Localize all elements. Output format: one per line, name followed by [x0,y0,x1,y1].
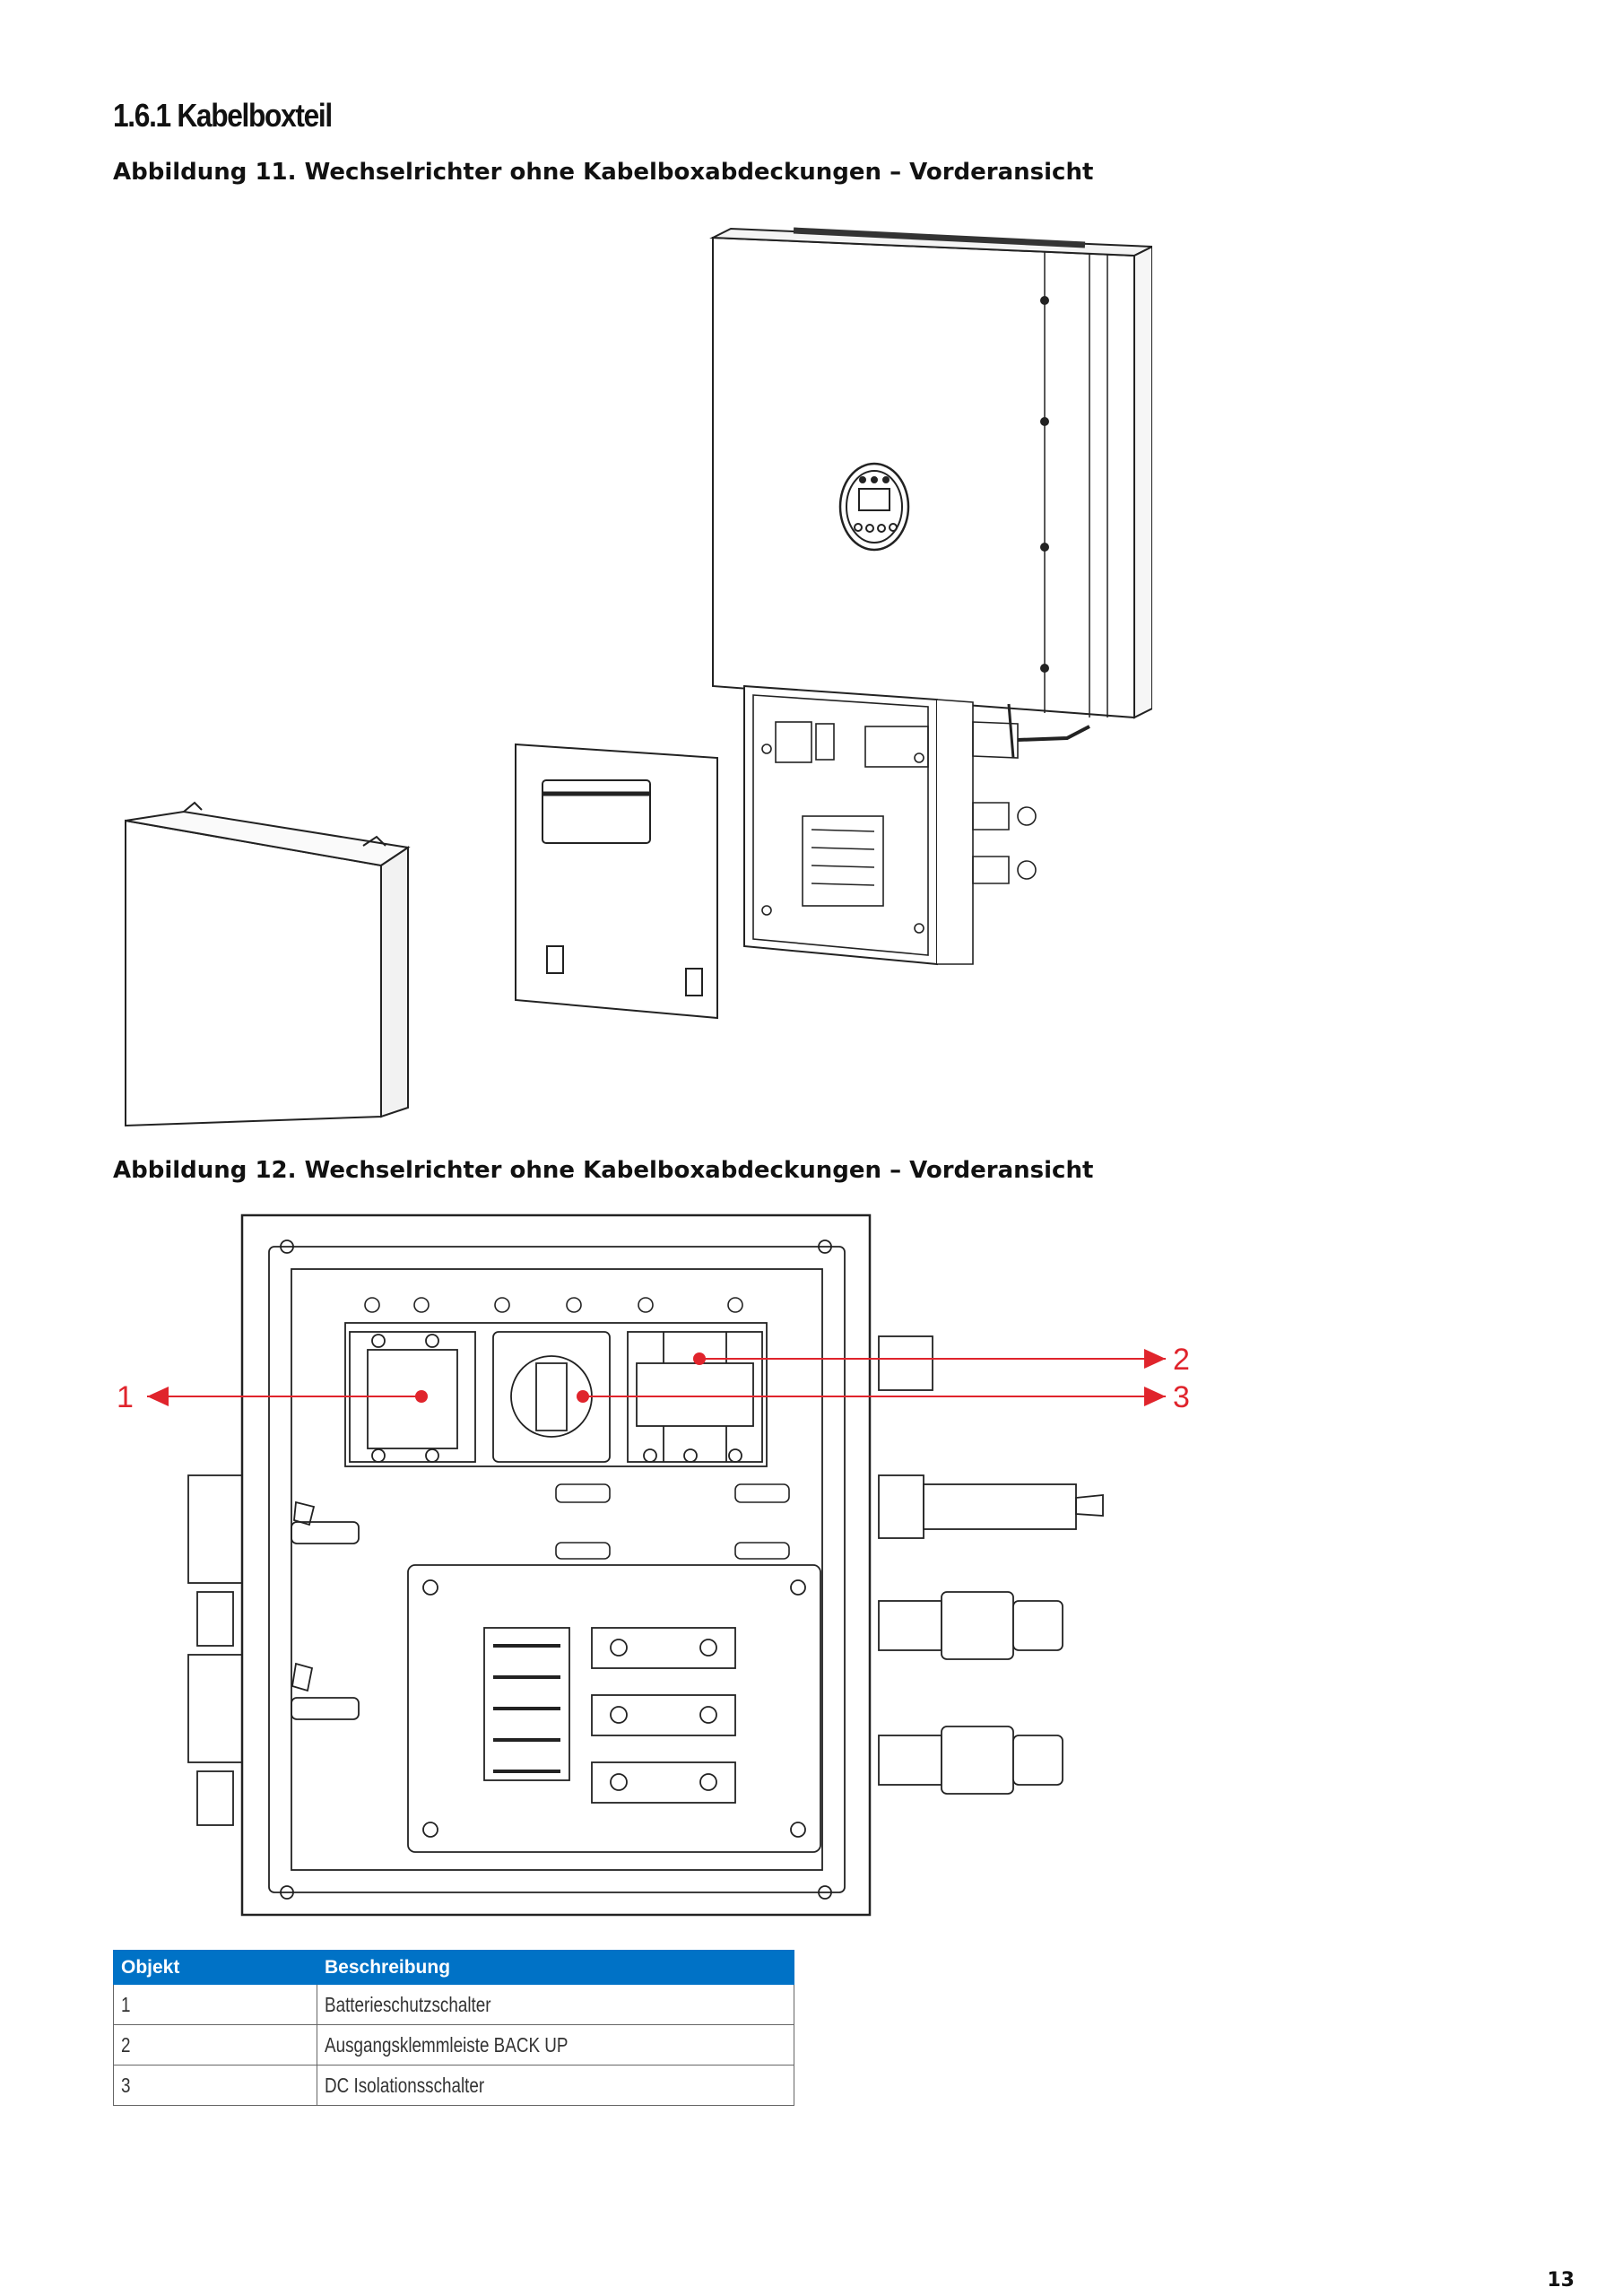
table-cell-description: DC Isolationsschalter [317,2065,794,2106]
table-cell-item: 1 [113,1984,317,2025]
column-header-description: Beschreibung [317,1950,794,1985]
cable-box-open [743,684,1090,966]
item-number: 1 [121,1992,131,2016]
table-cell-description: Batterieschutzschalter [317,1984,794,2025]
figure-11-caption: Abbildung 11. Wechselrichter ohne Kabelb… [113,159,1094,186]
table-cell-item: 2 [113,2024,317,2066]
figure-12-illustration: 1 2 3 [117,1213,1190,1917]
table-cell-item: 3 [113,2065,317,2106]
table-header-row: Objekt Beschreibung [113,1950,794,1985]
display-panel [838,462,910,552]
callout-1: 1 [117,1380,428,1414]
cable-box-inner-cover [515,743,718,1020]
item-description: Batterieschutzschalter [325,1992,491,2016]
figure-11-illustration [125,227,1152,1127]
left-side-terminals [187,1474,360,1826]
right-side-connectors [878,1335,1104,1795]
table-row: 2 Ausgangsklemmleiste BACK UP [113,2024,794,2066]
page-heading: 1.6.1 Kabelboxteil [113,97,333,134]
page-number: 13 [1547,2269,1575,2292]
item-description: DC Isolationsschalter [325,2073,485,2097]
table-cell-description: Ausgangsklemmleiste BACK UP [317,2024,794,2066]
item-description: Ausgangsklemmleiste BACK UP [325,2032,568,2057]
callout-2: 2 [693,1343,1190,1377]
item-description-table: Objekt Beschreibung 1 Batterieschutzscha… [113,1950,794,2106]
callout-label-2: 2 [1173,1343,1190,1377]
figure-12-caption: Abbildung 12. Wechselrichter ohne Kabelb… [113,1157,1094,1184]
inverter-housing [709,227,1152,719]
item-number: 2 [121,2032,131,2057]
top-switch-block [344,1322,768,1467]
terminal-board [407,1564,821,1853]
cable-box-outer-cover [125,801,411,1127]
callout-label-1: 1 [117,1380,134,1414]
table-row: 3 DC Isolationsschalter [113,2065,794,2106]
item-number: 3 [121,2073,131,2097]
callout-label-3: 3 [1173,1380,1190,1414]
table-row: 1 Batterieschutzschalter [113,1984,794,2025]
callout-3: 3 [577,1380,1190,1414]
upper-screws [364,1297,790,1560]
column-header-item: Objekt [113,1950,317,1985]
